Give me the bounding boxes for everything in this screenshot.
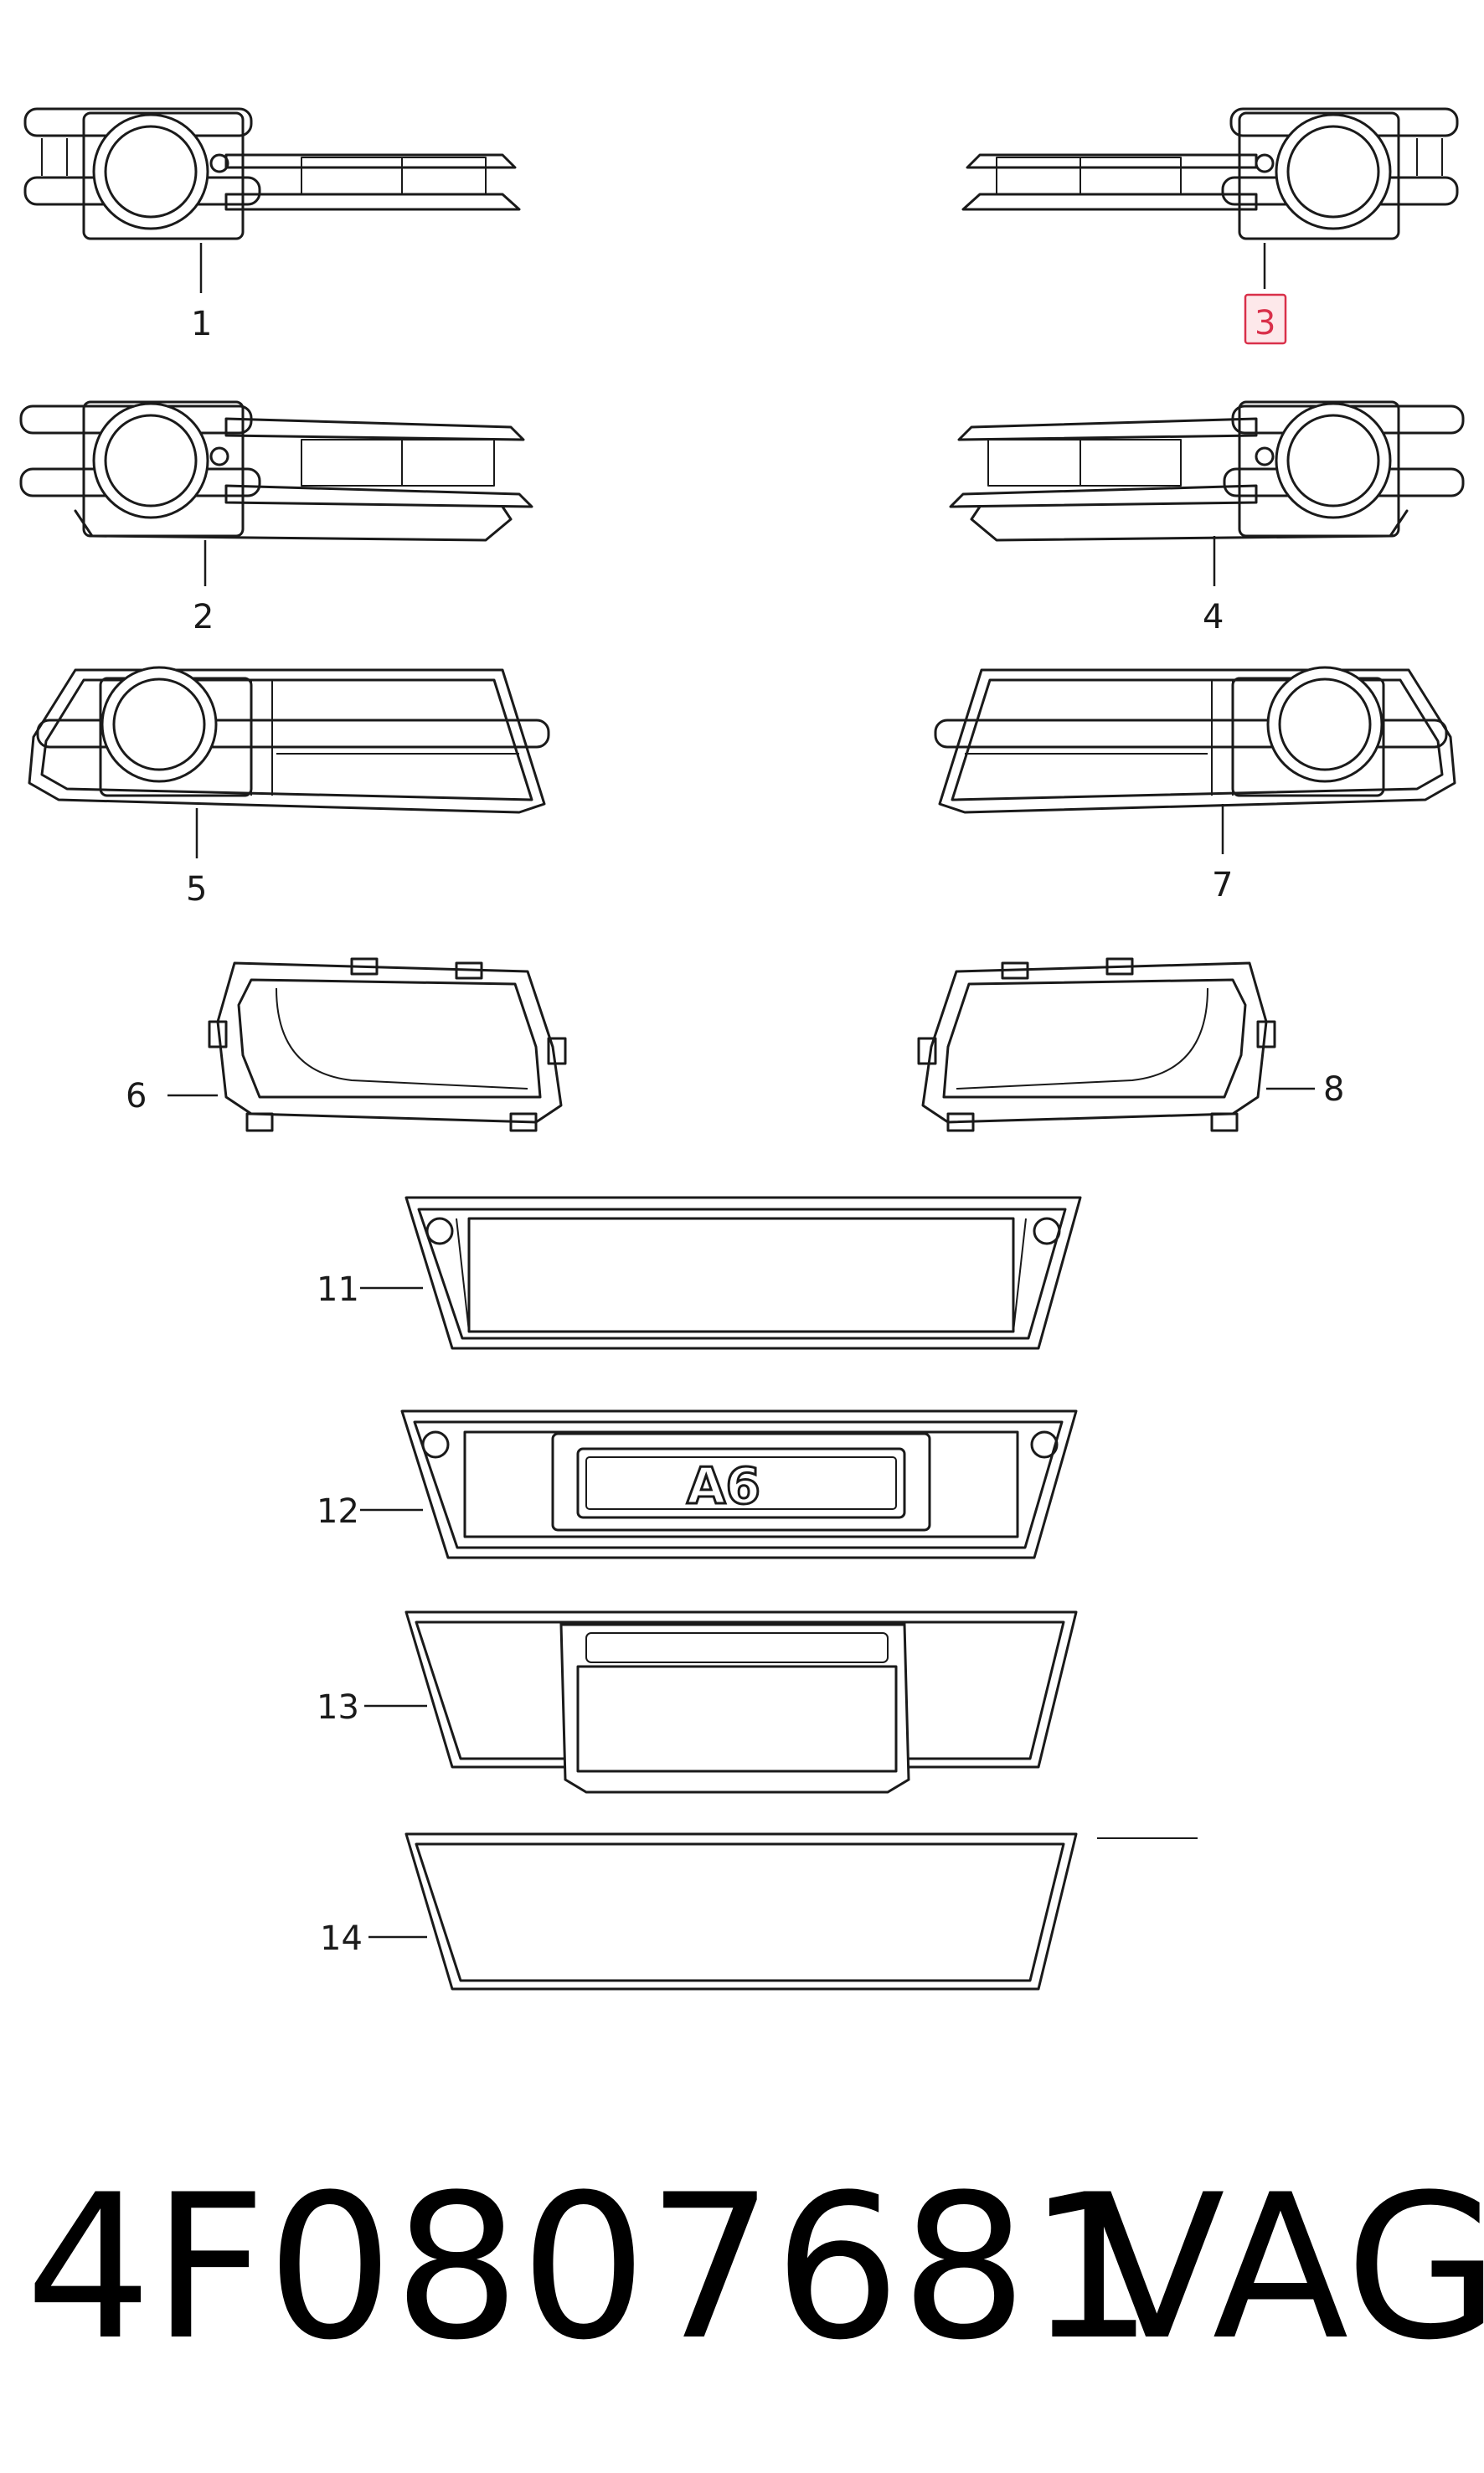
callout-4[interactable]: 4: [1203, 598, 1224, 636]
part-14-center-grille-plain[interactable]: [404, 1832, 1198, 1991]
emblem-a6: A6: [687, 1457, 760, 1516]
callout-1[interactable]: 1: [191, 305, 212, 343]
callout-3-highlight-box: [1244, 293, 1287, 345]
callout-2[interactable]: 2: [193, 598, 214, 636]
part-number-label: 4F0807681: [25, 2152, 1155, 2384]
part-6-bracket-housing-left[interactable]: [208, 957, 567, 1132]
part-12-center-grille-emblem[interactable]: [400, 1409, 1078, 1559]
part-2-fog-grille-left[interactable]: [19, 400, 533, 542]
callout-7[interactable]: 7: [1212, 866, 1233, 904]
callout-14[interactable]: 14: [320, 1919, 363, 1958]
part-5-frame-grille-left[interactable]: [28, 666, 550, 814]
part-1-fog-grille-left[interactable]: [23, 107, 521, 240]
part-7-frame-grille-right[interactable]: [934, 666, 1456, 814]
callout-6[interactable]: 6: [126, 1077, 147, 1115]
part-8-bracket-housing-right[interactable]: [917, 957, 1276, 1132]
callout-3[interactable]: 3: [1255, 304, 1275, 343]
callout-11[interactable]: 11: [317, 1270, 359, 1309]
callout-13[interactable]: 13: [317, 1688, 359, 1727]
part-3-fog-grille-right[interactable]: [961, 107, 1459, 240]
callout-5[interactable]: 5: [186, 870, 207, 909]
part-11-center-grille-plate[interactable]: [404, 1196, 1082, 1350]
part-4-fog-grille-right[interactable]: [949, 400, 1465, 542]
part-13-center-grille-tab[interactable]: [404, 1610, 1078, 1794]
callout-8[interactable]: 8: [1323, 1070, 1344, 1109]
callout-12[interactable]: 12: [317, 1492, 359, 1531]
brand-label: VAG: [1089, 2152, 1484, 2384]
